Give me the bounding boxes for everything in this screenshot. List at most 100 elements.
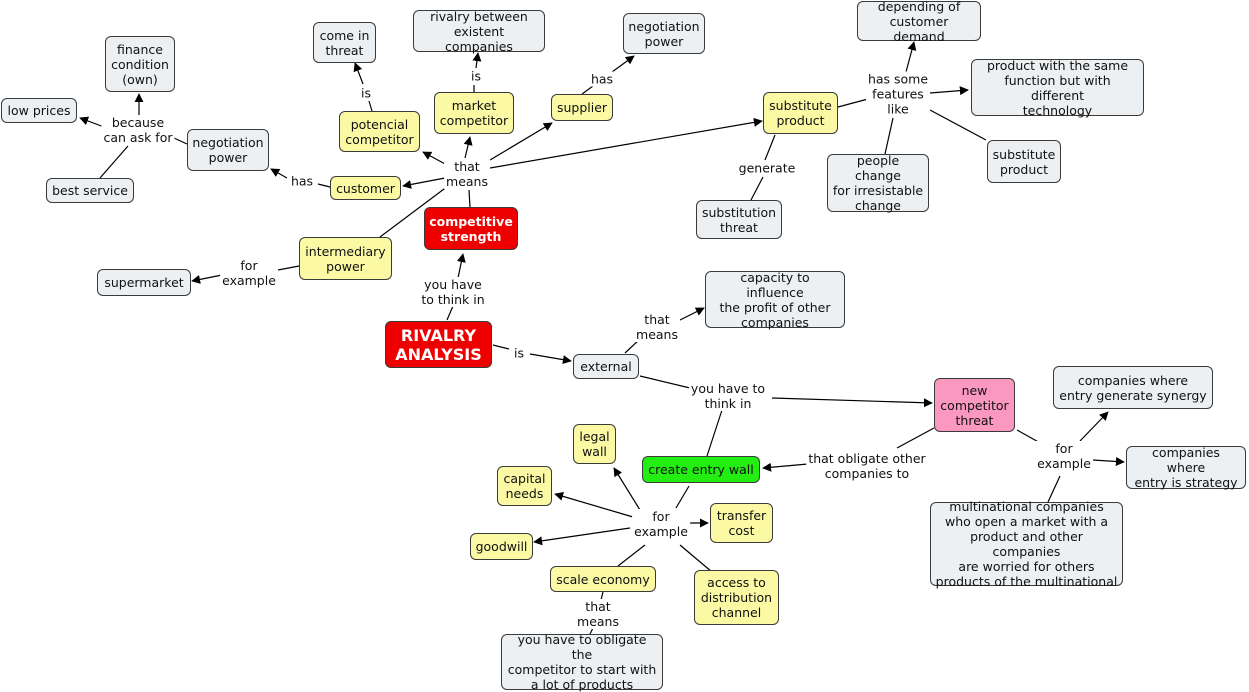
connector	[79, 116, 105, 128]
finance-condition-node[interactable]: finance condition (own)	[105, 36, 175, 92]
connector	[675, 485, 690, 509]
depending-customer-demand-node[interactable]: depending of customer demand	[857, 0, 981, 44]
connector	[173, 137, 188, 145]
connector	[492, 344, 510, 350]
connector	[581, 85, 594, 95]
link-for-example-new: for example	[1035, 441, 1093, 471]
best-service-node[interactable]: best service	[46, 178, 134, 203]
market-competitor-node[interactable]: market competitor	[434, 92, 514, 134]
connector	[613, 467, 641, 511]
connector	[1079, 411, 1109, 442]
connector	[771, 397, 933, 408]
new-competitor-threat-node[interactable]: new competitor threat	[934, 378, 1015, 432]
connector	[617, 544, 646, 567]
link-generate: generate	[736, 160, 798, 176]
link-you-have-to-think-in-2: you have to think in	[688, 381, 768, 411]
connector	[762, 462, 809, 472]
connector	[353, 62, 364, 85]
connector	[929, 109, 987, 141]
connector	[533, 527, 631, 546]
competitive-strength-node[interactable]: competitive strength	[424, 207, 518, 250]
connector	[468, 189, 471, 208]
external-node[interactable]: external	[573, 354, 639, 379]
connector	[600, 591, 604, 601]
connector	[837, 98, 869, 108]
connector	[489, 117, 763, 169]
connector	[422, 151, 448, 166]
connector	[456, 253, 466, 279]
connector	[675, 307, 705, 323]
capacity-to-influence-node[interactable]: capacity to influence the profit of othe…	[705, 270, 845, 330]
connector	[896, 427, 935, 449]
substitute-product-node[interactable]: substitute product	[763, 92, 838, 134]
substitute-product-2-node[interactable]: substitute product	[987, 140, 1061, 183]
low-prices-node[interactable]: low prices	[1, 98, 77, 123]
negotiation-power-customer-node[interactable]: negotiation power	[187, 129, 269, 171]
connector	[1047, 475, 1061, 503]
link-has-supplier: has	[588, 71, 616, 87]
link-has-customer: has	[288, 173, 316, 189]
scale-economy-node[interactable]: scale economy	[550, 566, 656, 592]
obligate-competitor-node[interactable]: you have to obligate the competitor to s…	[501, 632, 663, 692]
companies-strategy-node[interactable]: companies where entry is strategy	[1126, 445, 1246, 490]
product-same-function-node[interactable]: product with the same function but with …	[971, 58, 1144, 118]
link-for-example-wall: for example	[632, 509, 690, 539]
connector	[589, 627, 594, 635]
companies-synergy-node[interactable]: companies where entry generate synergy	[1053, 366, 1213, 409]
potencial-competitor-node[interactable]: potencial competitor	[339, 111, 420, 152]
connector	[99, 145, 129, 179]
connector	[764, 134, 776, 161]
link-for-example-supermarket: for example	[220, 258, 278, 288]
link-that-obligate: that obligate other companies to	[806, 451, 928, 481]
connector	[554, 491, 634, 518]
access-distribution-node[interactable]: access to distribution channel	[694, 570, 779, 625]
link-because-can-ask-for: because can ask for	[101, 115, 175, 145]
supplier-node[interactable]: supplier	[551, 94, 613, 121]
connector	[277, 265, 300, 271]
connector	[446, 305, 454, 321]
link-that-means-scale: that means	[575, 599, 621, 629]
customer-node[interactable]: customer	[330, 176, 401, 200]
connector	[529, 353, 572, 365]
link-that-means-capacity: that means	[634, 312, 680, 342]
legal-wall-node[interactable]: legal wall	[573, 424, 616, 464]
connector	[379, 185, 449, 238]
connector	[750, 176, 764, 201]
connector	[489, 122, 553, 161]
supermarket-node[interactable]: supermarket	[97, 269, 191, 296]
connector	[270, 168, 288, 179]
people-change-node[interactable]: people change for irresistable change	[827, 153, 929, 213]
link-is-market: is	[469, 68, 483, 84]
capital-needs-node[interactable]: capital needs	[497, 466, 552, 506]
connector	[317, 183, 331, 188]
link-is-potencial: is	[359, 85, 373, 101]
negotiation-power-supplier-node[interactable]: negotiation power	[623, 13, 705, 54]
substitution-threat-node[interactable]: substitution threat	[696, 200, 782, 239]
link-has-some-features-like: has some features like	[865, 71, 931, 117]
connector	[191, 274, 223, 284]
link-that-means: that means	[444, 159, 490, 189]
connector	[402, 177, 446, 189]
goodwill-node[interactable]: goodwill	[470, 533, 533, 560]
connector	[706, 409, 723, 457]
create-entry-wall-node[interactable]: create entry wall	[642, 456, 760, 483]
rivalry-between-node[interactable]: rivalry between existent companies	[413, 9, 545, 54]
connector	[368, 100, 373, 112]
connector	[639, 375, 691, 389]
connector	[905, 41, 917, 73]
connector	[679, 544, 713, 573]
transfer-cost-node[interactable]: transfer cost	[710, 503, 773, 543]
connector	[611, 55, 635, 73]
link-is-external: is	[512, 345, 526, 361]
connector	[472, 52, 482, 69]
connector	[463, 136, 473, 159]
connector	[1092, 456, 1125, 466]
intermediary-power-node[interactable]: intermediary power	[299, 237, 392, 280]
connector	[884, 117, 894, 155]
rivalry-analysis-node[interactable]: RIVALRY ANALYSIS	[385, 321, 492, 368]
multinational-node[interactable]: multinational companies who open a marke…	[930, 499, 1123, 589]
come-in-threat-node[interactable]: come in threat	[313, 22, 376, 63]
link-you-have-to-think-in: you have to think in	[419, 277, 487, 307]
connector	[929, 86, 969, 96]
